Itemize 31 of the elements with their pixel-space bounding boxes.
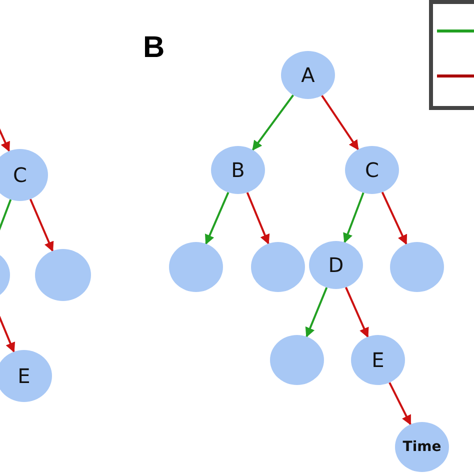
tree-node [0,149,48,201]
tree-node [281,51,335,99]
empty-node [251,242,305,292]
arrow [321,95,359,150]
node-label: B [231,160,245,180]
arrow [305,287,328,338]
node-label: E [18,366,30,386]
arrow [246,192,270,245]
node-label: A [301,65,315,85]
node-label: E [372,350,384,370]
node-label: C [365,160,379,180]
arrow [205,192,230,245]
empty-node [390,242,444,292]
node-label: Time [402,440,442,454]
tree-node [309,241,363,289]
empty-node [169,242,223,292]
arrow [381,192,408,245]
tree-node [351,335,405,385]
node-label: C [13,165,27,185]
tree-node [345,146,399,194]
arrow [344,286,369,338]
tree-node [0,350,52,402]
tree-node [395,422,449,472]
empty-node [270,335,324,385]
panel-label: B [143,33,165,63]
arrow [29,198,54,252]
arrow [388,382,412,426]
node-label: D [328,255,344,275]
arrow [343,192,364,244]
tree-node [211,146,265,194]
arrow [252,94,294,151]
